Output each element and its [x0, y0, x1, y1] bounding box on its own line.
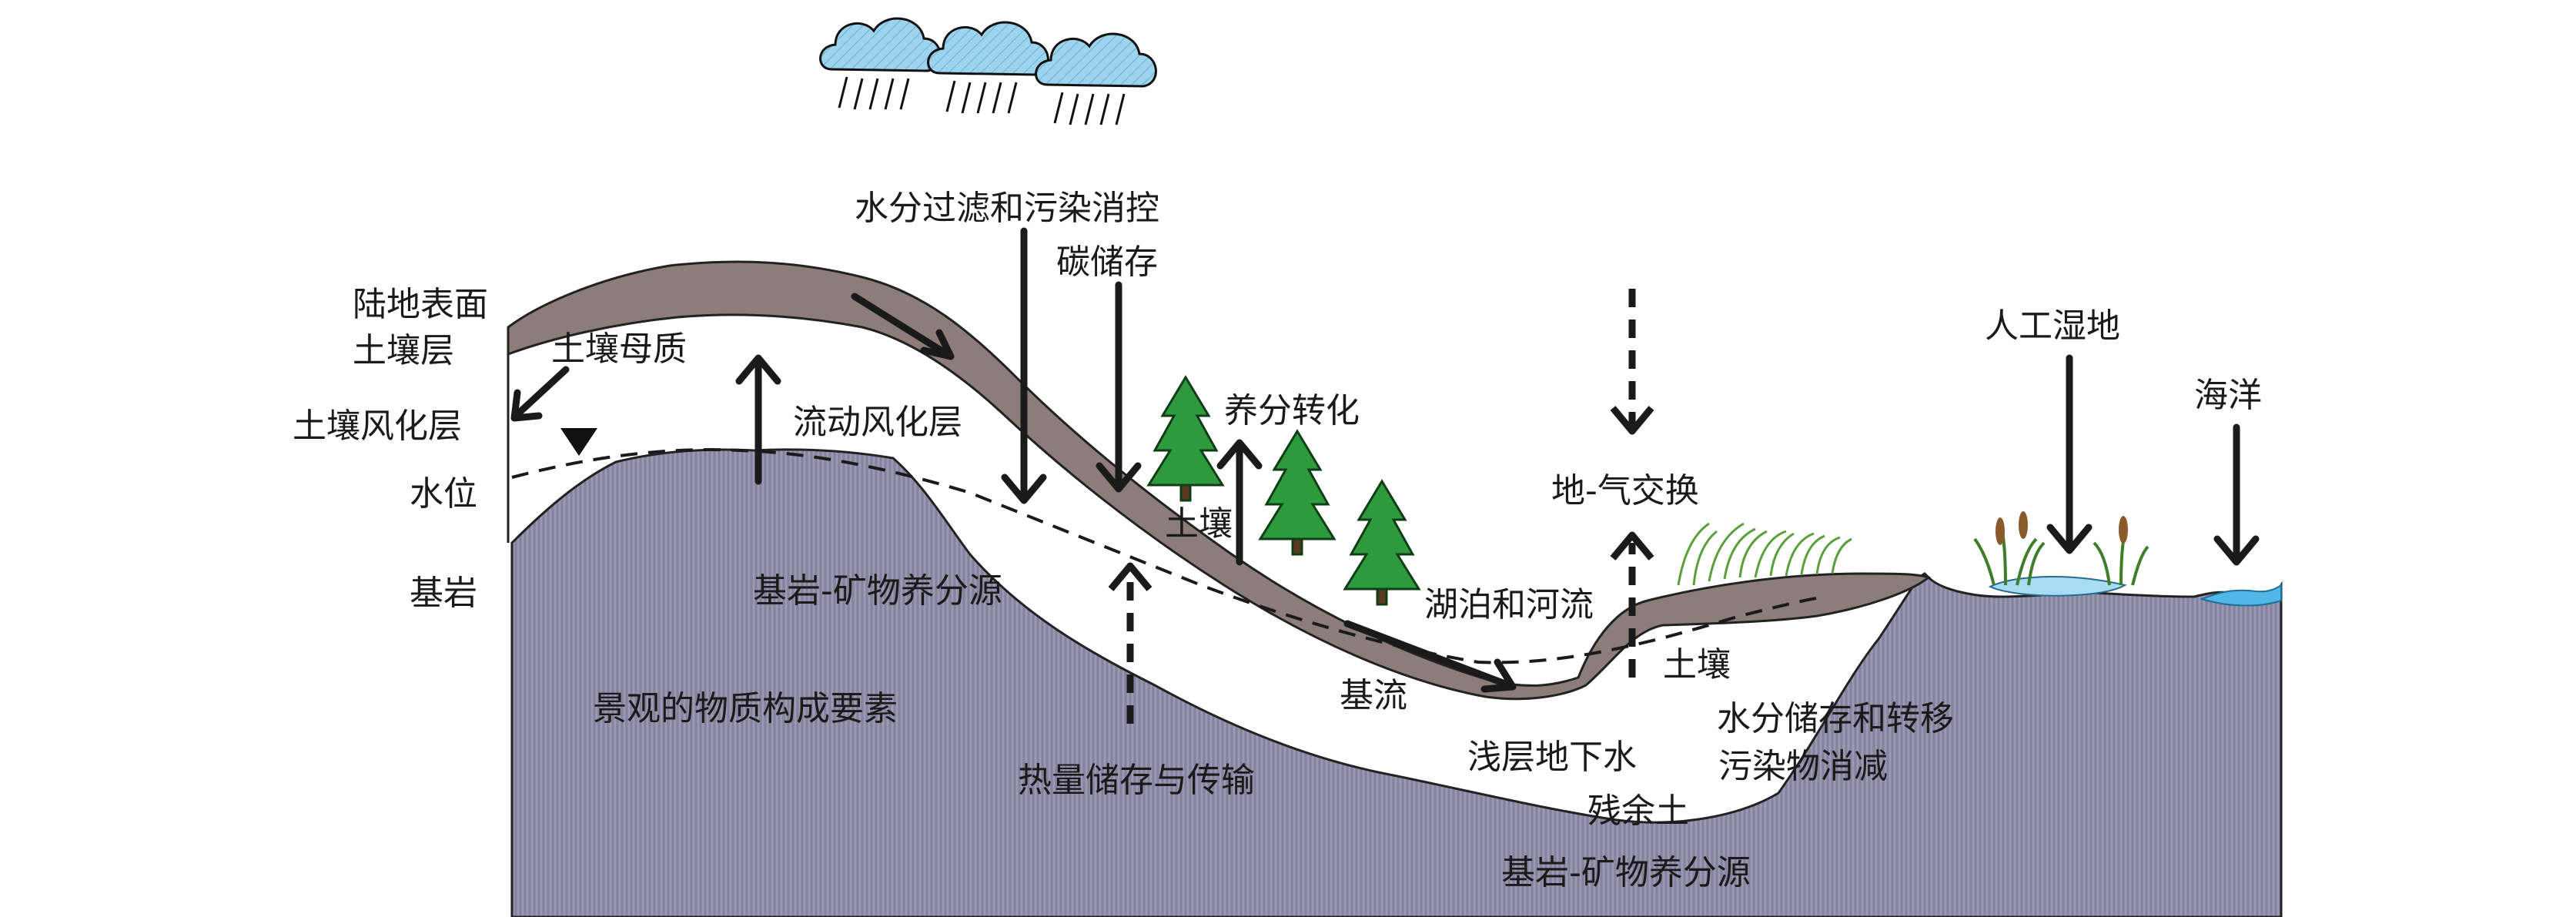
label-mobile-weathered: 流动风化层 [793, 403, 962, 442]
cattail-heads [1996, 511, 2128, 545]
arrow-mobile-weathered [735, 354, 781, 485]
label-weathered-layer: 土壤风化层 [293, 407, 462, 446]
label-wetland: 人工湿地 [1985, 306, 2120, 346]
arrow-nutrient [1216, 439, 1263, 566]
soil-band [507, 260, 1932, 701]
wetland-water [1988, 576, 2127, 597]
label-pollutant-reduction: 污染物消减 [1718, 747, 1888, 786]
label-ocean: 海洋 [2194, 376, 2262, 415]
arrows [510, 227, 2260, 693]
label-nutrient-transform: 养分转化 [1224, 391, 1360, 430]
reed-icon [1973, 527, 2149, 586]
label-mineral-source-top: 基岩-矿物养分源 [753, 571, 1002, 611]
dashed-arrowheads [1108, 406, 1654, 591]
label-heat-storage: 热量储存与传输 [1018, 761, 1255, 800]
label-water-table: 水位 [410, 474, 477, 514]
label-material-elements: 景观的物质构成要素 [593, 689, 898, 728]
label-water-filter: 水分过滤和污染消控 [855, 189, 1159, 228]
label-land-air: 地-气交换 [1551, 471, 1699, 510]
arrow-water-filter [1001, 227, 1047, 504]
ocean-water [2199, 584, 2282, 607]
water-table-line [511, 448, 1825, 664]
arrow-weathered-layer [510, 366, 570, 422]
label-base-flow: 基流 [1340, 676, 1407, 715]
label-soil-layer: 土壤层 [353, 331, 454, 370]
label-lakes-rivers: 湖泊和河流 [1424, 585, 1594, 624]
label-soil-slope: 土壤 [1165, 504, 1233, 544]
label-land-surface: 陆地表面 [353, 285, 488, 324]
arrow-wetland [2046, 354, 2093, 554]
pine-tree-icon [1146, 375, 1421, 606]
arrow-ocean [2213, 423, 2260, 566]
arrow-base-flow [1343, 620, 1517, 693]
label-carbon-storage: 碳储存 [1056, 243, 1158, 282]
label-parent-material: 土壤母质 [551, 330, 687, 369]
dashed-arrows [1126, 289, 1636, 724]
label-water-storage: 水分储存和转移 [1717, 699, 1954, 738]
rain-cloud-icon [819, 17, 1157, 126]
arrow-surface-1 [851, 293, 955, 360]
water-table-marker-icon [560, 428, 597, 456]
label-shallow-groundwater: 浅层地下水 [1467, 738, 1637, 777]
arrow-carbon-storage [1096, 281, 1142, 493]
label-bedrock: 基岩 [410, 574, 477, 613]
reed-icon [1677, 522, 1852, 586]
label-residual-soil: 残余土 [1587, 791, 1689, 831]
label-mineral-source-bottom: 基岩-矿物养分源 [1501, 853, 1751, 892]
label-soil-right: 土壤 [1663, 645, 1731, 684]
